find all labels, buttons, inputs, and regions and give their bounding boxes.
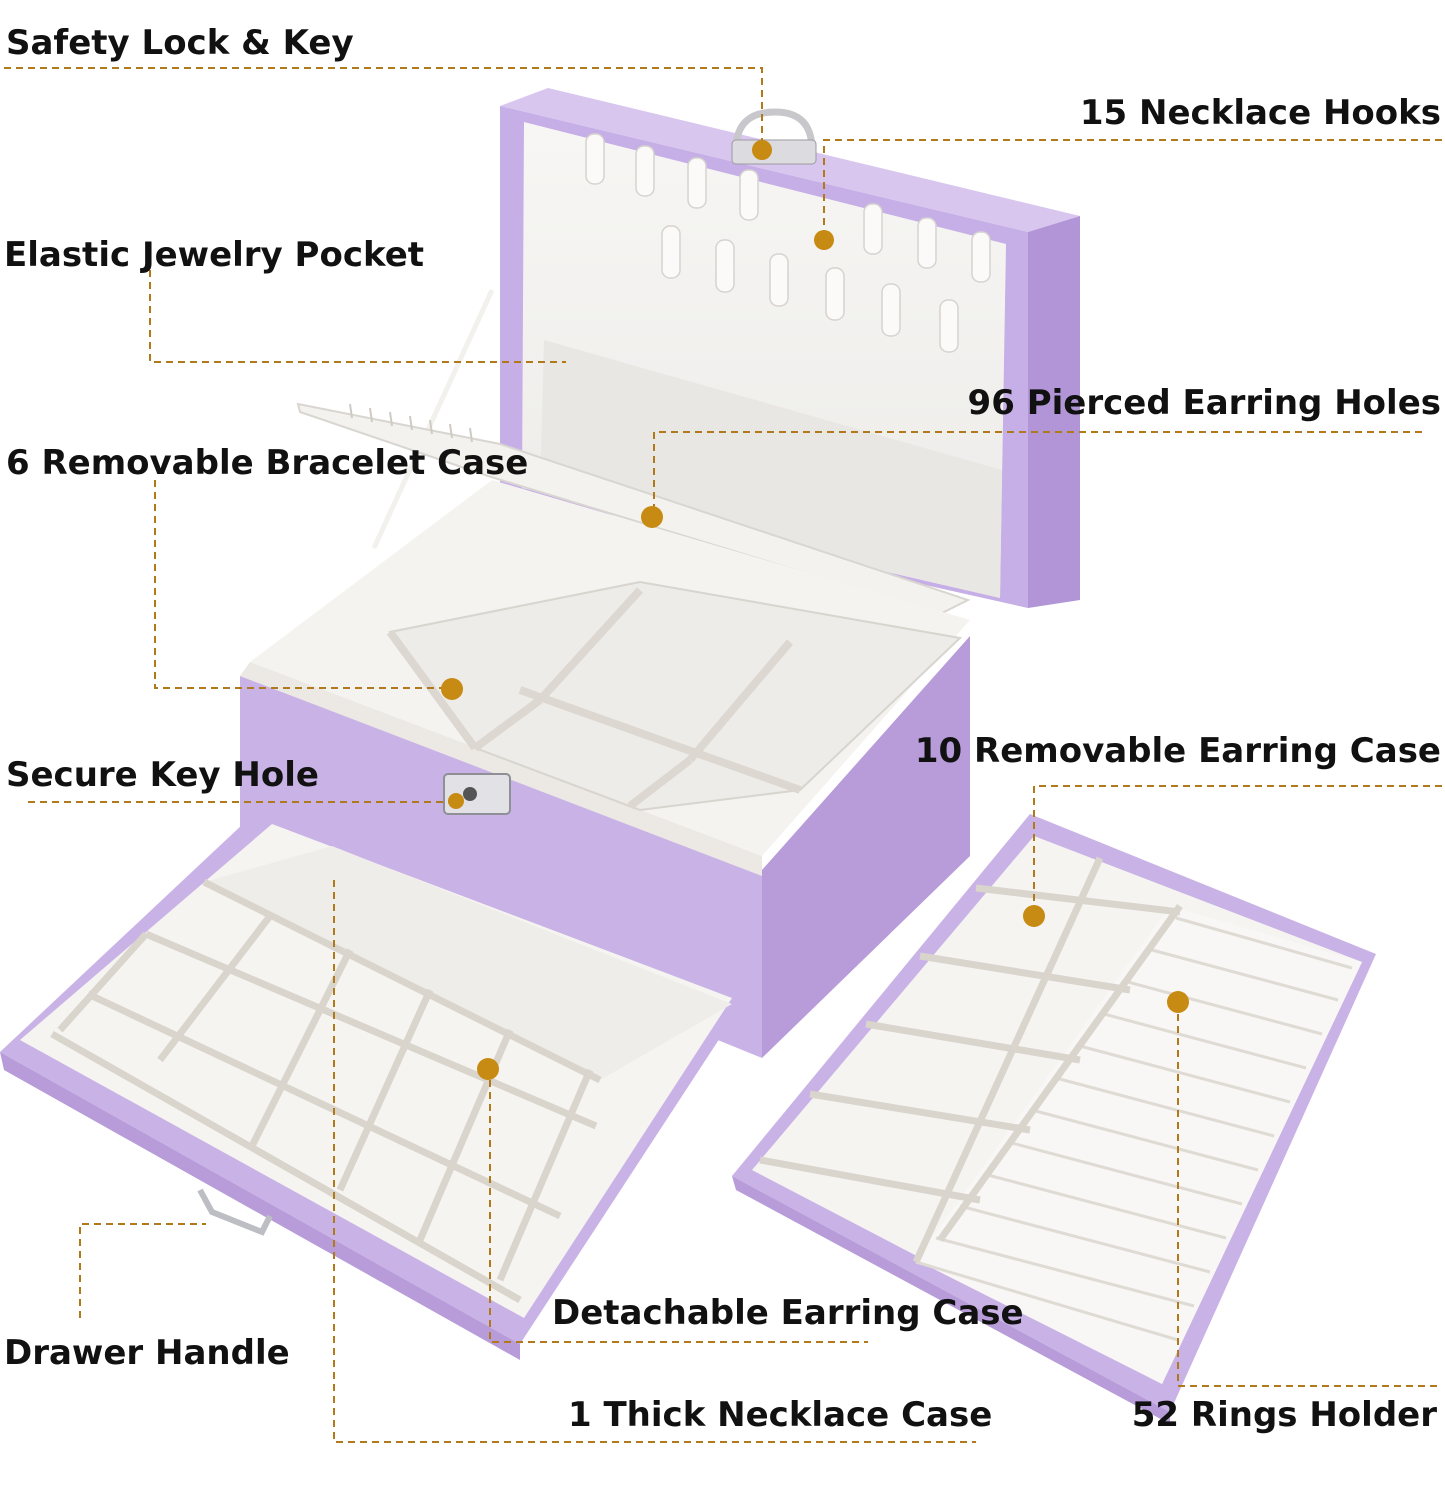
drawer-grid bbox=[50, 878, 602, 1304]
label-necklace-hooks: 15 Necklace Hooks bbox=[1079, 93, 1441, 133]
label-rings-holder: 52 Rings Holder bbox=[1131, 1395, 1437, 1435]
drawer bbox=[0, 808, 750, 1360]
earring-grid bbox=[759, 856, 1183, 1264]
label-key-hole: Secure Key Hole bbox=[6, 755, 319, 795]
label-safety-lock: Safety Lock & Key bbox=[6, 23, 354, 63]
necklace-hooks bbox=[585, 133, 991, 353]
label-earring-case: 10 Removable Earring Case bbox=[914, 731, 1441, 771]
ring-tray bbox=[732, 814, 1376, 1424]
label-earring-holes: 96 Pierced Earring Holes bbox=[967, 383, 1441, 423]
label-bracelet-case: 6 Removable Bracelet Case bbox=[6, 443, 529, 483]
label-drawer-handle: Drawer Handle bbox=[4, 1333, 290, 1373]
ring-rolls bbox=[915, 916, 1353, 1342]
main-box-body bbox=[240, 480, 970, 1058]
label-necklace-case: 1 Thick Necklace Case bbox=[568, 1395, 993, 1435]
label-elastic-pocket: Elastic Jewelry Pocket bbox=[4, 235, 425, 275]
markers bbox=[441, 140, 1189, 1080]
drawer-handle bbox=[197, 1188, 273, 1236]
open-lid bbox=[500, 88, 1080, 608]
leader-lines bbox=[4, 67, 1442, 1443]
label-detachable-case: Detachable Earring Case bbox=[552, 1293, 1024, 1333]
